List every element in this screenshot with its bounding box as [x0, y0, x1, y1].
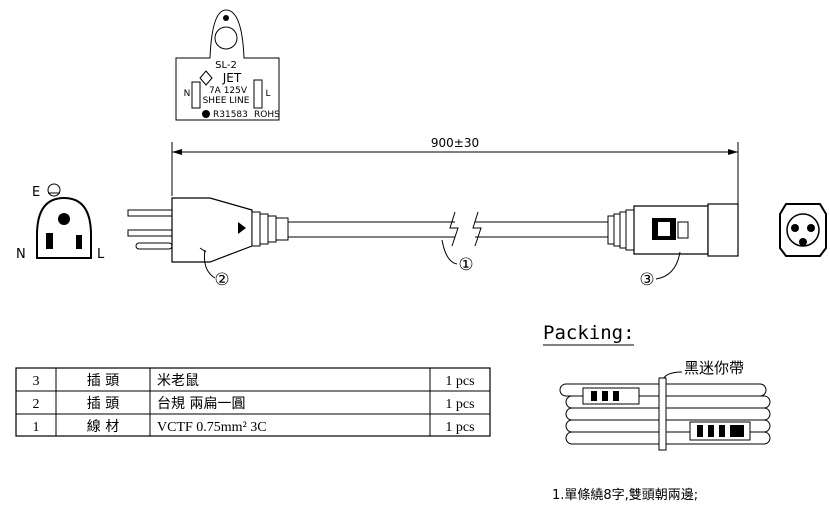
- callout-1-label: ①: [458, 255, 473, 275]
- row-no: 2: [33, 397, 40, 412]
- approval-label: R31583: [213, 110, 248, 120]
- mini-tie-strap: [658, 377, 667, 451]
- live-blade-outline: [253, 79, 263, 109]
- row-spec: 台規 兩扁一圓: [157, 396, 245, 412]
- plug-label-tag: SL-2 JET 7A 125V SHEE LINE N L R31583 RO…: [175, 9, 280, 121]
- row-qty: 1 pcs: [445, 420, 474, 435]
- live-hole: [76, 235, 82, 249]
- row-spec: VCTF 0.75mm² 3C: [157, 420, 267, 435]
- neutral-blade-outline: [191, 81, 201, 109]
- c5-connector: [607, 203, 739, 257]
- arrow-left-icon: [172, 149, 182, 155]
- plug-blade-top: [127, 209, 173, 217]
- callout-3-label: ③: [639, 270, 654, 290]
- coiled-cord: [559, 377, 771, 451]
- cert-label: JET: [222, 71, 242, 85]
- plug-blade-middle: [127, 229, 173, 237]
- crown-logo: [223, 15, 229, 21]
- packing-section: Packing: 黑迷你帶 1.單條繞8字,雙頭朝兩邊;: [543, 322, 771, 503]
- pole-n-label: N: [184, 89, 191, 99]
- callout-3: ③: [639, 251, 681, 290]
- plug-strain-relief: [275, 217, 289, 241]
- table-row: 2 插 頭 台規 兩扁一圓 1 pcs: [33, 396, 475, 412]
- connector-label-window: [658, 222, 670, 236]
- live-label: L: [97, 247, 105, 262]
- break-mark-icon: [472, 211, 482, 247]
- table-row: 1 線 材 VCTF 0.75mm² 3C 1 pcs: [33, 419, 475, 435]
- length-dimension: 900±30: [171, 136, 739, 210]
- neutral-label: N: [16, 247, 26, 262]
- bom-table: 3 插 頭 米老鼠 1 pcs 2 插 頭 台規 兩扁一圓 1 pcs 1 線 …: [15, 367, 491, 437]
- neutral-hole: [46, 233, 53, 249]
- connector-hole-right: [807, 224, 815, 232]
- rating-label: 7A 125V: [209, 86, 248, 96]
- plug-body: [127, 197, 289, 263]
- cable: [288, 211, 608, 247]
- callout-1: ①: [441, 239, 474, 275]
- pole-l-label: L: [265, 89, 270, 99]
- connector-face: [779, 203, 827, 257]
- rohs-label: ROHS: [254, 110, 280, 120]
- arrow-right-icon: [728, 149, 738, 155]
- row-part: 插 頭: [87, 373, 119, 389]
- row-spec: 米老鼠: [157, 373, 199, 389]
- connector-head: [707, 203, 739, 257]
- ground-symbol-icon: [47, 183, 61, 197]
- hanging-hole: [214, 26, 238, 50]
- socket-outline: [36, 196, 92, 259]
- brand-label: SHEE LINE: [203, 96, 250, 106]
- model-label: SL-2: [215, 60, 237, 71]
- row-part: 線 材: [87, 419, 119, 435]
- earth-label: E: [32, 185, 40, 200]
- dimension-label: 900±30: [431, 136, 479, 150]
- plug-ground-pin: [135, 242, 173, 250]
- approval-mark-icon: [202, 110, 210, 118]
- callout-2-label: ②: [214, 270, 229, 290]
- earth-hole: [58, 213, 70, 225]
- jet-ps-mark-icon: [199, 70, 213, 86]
- socket-face: E N L: [16, 183, 105, 262]
- tie-label: 黑迷你帶: [684, 359, 744, 377]
- connector-hole-left: [791, 224, 799, 232]
- connector-strain-relief: [625, 209, 635, 251]
- row-no: 1: [33, 420, 40, 435]
- row-part: 插 頭: [87, 396, 119, 412]
- row-qty: 1 pcs: [445, 374, 474, 389]
- packing-title: Packing:: [543, 322, 635, 344]
- plug-arrow-mark: [238, 222, 246, 234]
- row-qty: 1 pcs: [445, 397, 474, 412]
- connector-hole-earth: [799, 238, 807, 246]
- row-no: 3: [33, 374, 40, 389]
- packing-note: 1.單條繞8字,雙頭朝兩邊;: [552, 488, 698, 503]
- break-mark-icon: [449, 211, 459, 247]
- callout-2: ②: [199, 247, 230, 290]
- table-row: 3 插 頭 米老鼠 1 pcs: [33, 373, 475, 389]
